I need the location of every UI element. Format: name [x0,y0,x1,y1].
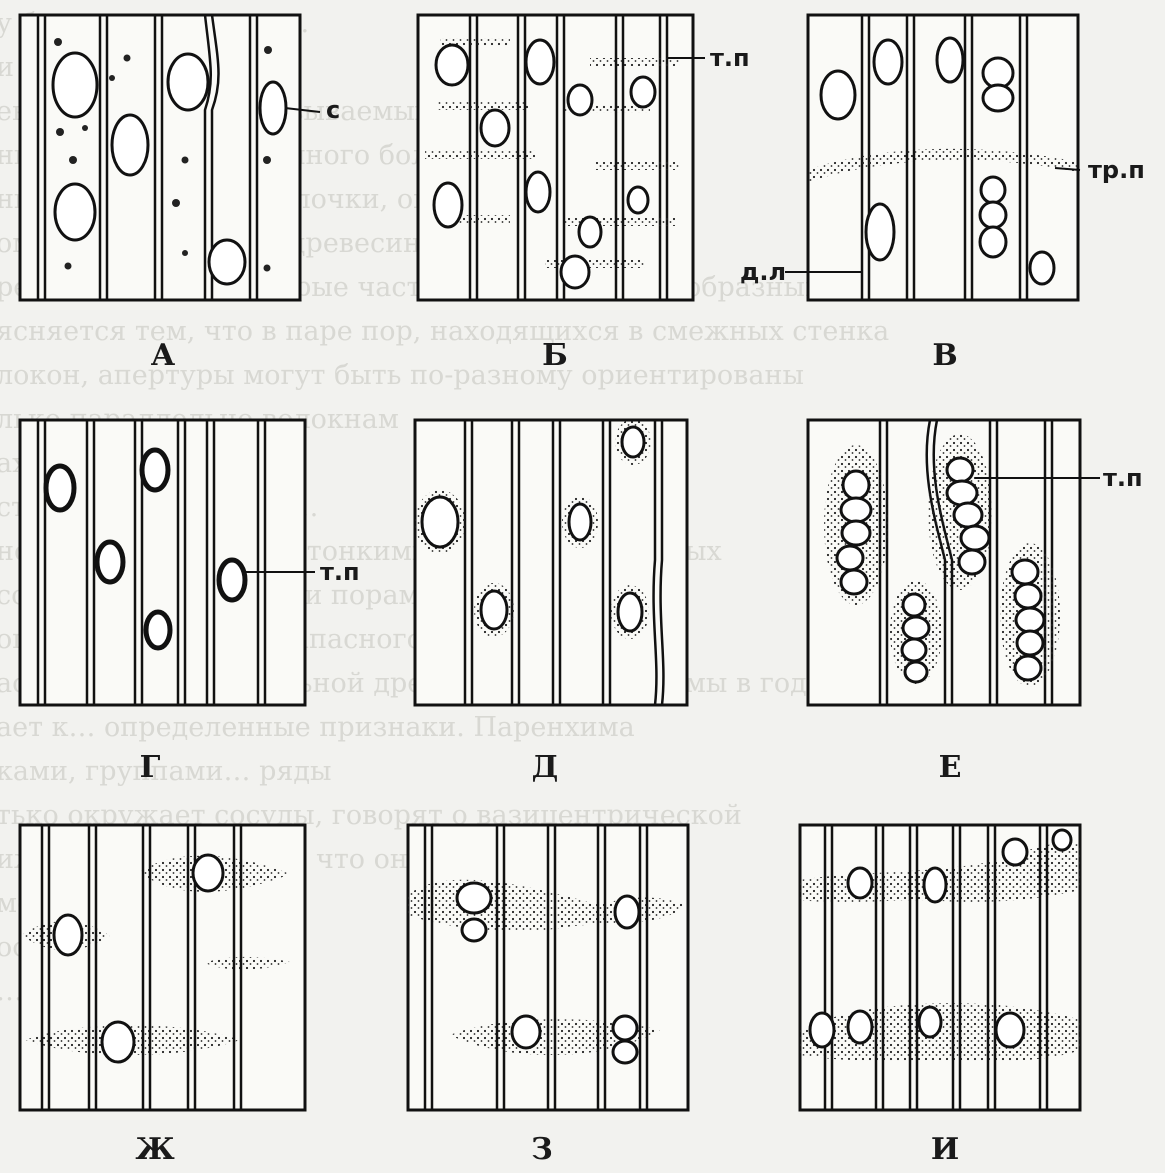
panel-letter-b: Б [542,338,568,373]
panel-e [808,420,1100,705]
panel-zh [20,825,305,1110]
label-wood-fiber: д.л [740,258,786,286]
panel-letter-e: Е [939,750,962,785]
label-vessel: с [326,96,340,124]
panel-d [415,419,687,705]
panel-letter-i: И [931,1132,959,1167]
label-tangential-parenchyma-g: т.п [320,558,360,586]
panel-letter-z: З [531,1132,553,1167]
panel-i [800,825,1080,1110]
label-tangential-parenchyma-e: т.п [1103,464,1143,492]
panel-letter-d: Д [532,750,559,785]
panel-a [20,15,320,300]
panel-letter-g: Г [140,750,161,785]
panel-g [20,420,315,705]
panel-b [418,15,705,300]
panel-v [785,15,1080,300]
panel-z [408,825,688,1110]
panel-letter-zh: Ж [135,1132,174,1167]
label-tangential-parenchyma-b: т.п [710,44,750,72]
label-traumatic-parenchyma: тр.п [1088,156,1145,184]
panel-letter-a: А [151,338,175,373]
panel-letter-v: В [932,338,957,373]
